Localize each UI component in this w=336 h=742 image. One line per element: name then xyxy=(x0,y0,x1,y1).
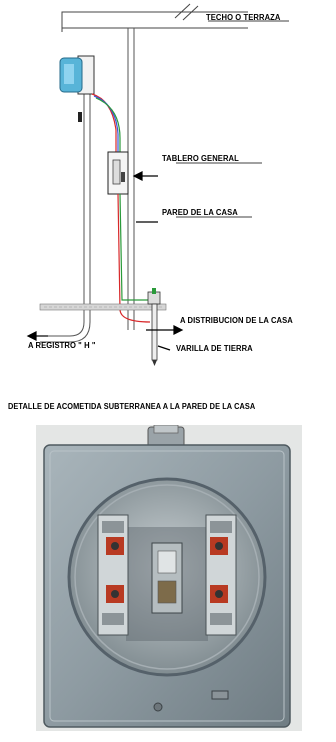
seal-latch xyxy=(211,690,229,700)
ground-rod xyxy=(147,288,161,366)
main-panel xyxy=(107,151,129,195)
label-distribution: A DISTRIBUCION DE LA CASA xyxy=(180,316,293,325)
right-terminal-block xyxy=(205,514,237,636)
label-ground-rod: VARILLA DE TIERRA xyxy=(176,344,253,353)
left-terminal-block xyxy=(97,514,129,636)
label-registro: A REGISTRO " H " xyxy=(28,341,96,350)
label-roof: TECHO O TERRAZA xyxy=(206,13,281,22)
service-conduit xyxy=(40,92,91,343)
label-main-panel: TABLERO GENERAL xyxy=(162,154,239,163)
annotation-arrows xyxy=(26,20,289,351)
meter-socket-photo xyxy=(36,425,302,731)
bottom-screw xyxy=(153,702,163,712)
installation-diagram xyxy=(26,3,289,366)
label-house-wall: PARED DE LA CASA xyxy=(162,208,238,217)
ground-level xyxy=(39,303,167,311)
diagram-caption: DETALLE DE ACOMETIDA SUBTERRANEA A LA PA… xyxy=(8,402,256,411)
meter-base xyxy=(59,55,95,122)
service-conductors xyxy=(91,93,121,152)
house-wall xyxy=(127,28,135,330)
neutral-block xyxy=(151,542,183,614)
roof-outline xyxy=(61,3,248,32)
